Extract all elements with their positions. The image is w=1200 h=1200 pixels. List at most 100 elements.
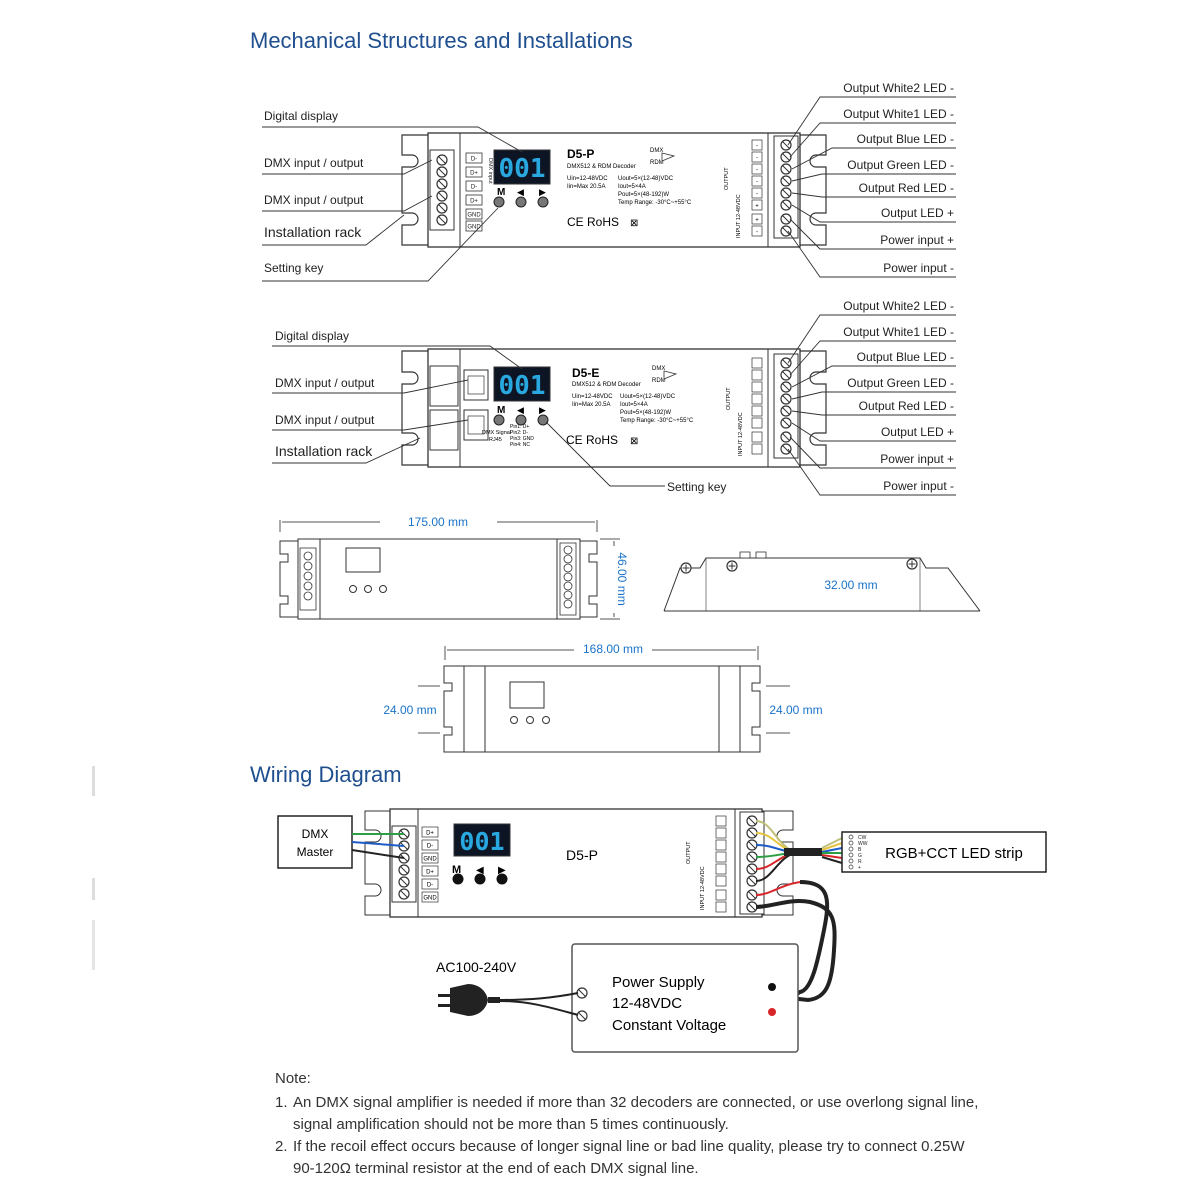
unit-p-spec-left-1: Iin=Max 20.5A [567,184,606,190]
unit-e-spec-right-3: Temp Range: -30°C~+55°C [620,418,694,424]
unit-e-display: 001 [499,371,546,401]
unit-e-drawing: DMX Signal RJ45 Pin1: D+ Pin2: D- Pin3: … [272,299,956,496]
unit-p-terminal-5: GND [467,225,481,231]
strip-pin-5: + [858,865,861,871]
unit-e-label-blue: Output Blue LED - [857,350,954,364]
unit-p-terminal-1: D+ [470,171,478,177]
unit-e-label-ledplus: Output LED + [881,425,954,439]
wiring-input-label: INPUT 12-48VDC [700,866,706,910]
unit-p-dmx-side-label: DMX input [487,158,493,184]
dmx-master-label-0: DMX [302,827,329,841]
unit-p-key-right-label: ▶ [539,187,546,197]
unit-e-key-right[interactable] [537,414,549,426]
strip-pin-0: CW [858,835,867,841]
unit-p-drawing: D- D+ D- D+ GND GND DMX input 001 M ◀ ▶ … [262,81,956,282]
dim-length-top: 175.00 mm [408,515,468,529]
side-dimension-view: 32.00 mm [663,551,981,612]
dmx-master-label-1: Master [297,845,334,859]
unit-p-terminal-2: D- [471,185,477,191]
unit-p-subtitle: DMX512 & RDM Decoder [567,164,636,170]
note-block: Note: 1. An DMX signal amplifier is need… [275,1068,1035,1180]
wiring-terminal-3: D+ [426,870,434,876]
note-heading: Note: [275,1070,311,1087]
unit-p-spec-left-0: Uin=12-48VDC [567,176,608,182]
unit-p-display: 001 [499,154,546,184]
dim-ear-left: 24.00 mm [383,703,436,717]
note-item-2-line-2: 90-120Ω terminal resistor at the end of … [293,1160,699,1177]
strip-pin-2: B [858,847,862,853]
unit-p-spec-right-3: Temp Range: -30°C~+55°C [618,200,692,206]
dim-depth: 32.00 mm [824,578,877,592]
ac-plug-icon [438,984,500,1016]
unit-e-spec-right-1: Iout=5×4A [620,402,648,408]
unit-e-label-w2: Output White2 LED - [843,299,954,313]
dim-length-bottom: 168.00 mm [583,642,643,656]
strip-pin-1: WW [858,841,868,847]
unit-e-label-dmx2: DMX input / output [275,413,375,427]
unit-e-key-left[interactable] [515,414,527,426]
unit-p-label-display: Digital display [264,109,338,123]
unit-p-label-dmx2: DMX input / output [264,193,364,207]
led-strip-box [841,831,1047,873]
unit-p-rt-5: + [755,204,759,210]
psu-label-0: Power Supply [612,974,705,991]
unit-p-spec-right-1: Iout=5×4A [618,184,646,190]
unit-p-terminal-3: D+ [470,199,478,205]
wiring-key-left[interactable] [474,873,486,885]
unit-e-key-right-label: ▶ [539,405,546,415]
power-supply-box [571,943,799,1053]
unit-e-output-label: OUTPUT [726,387,732,410]
wiring-display: 001 [459,827,504,856]
note-item-1-line-2: signal amplification should not be more … [293,1116,729,1133]
wiring-title: Wiring Diagram [250,762,402,787]
unit-e-pin-0: Pin1: D+ [510,424,529,430]
wiring-key-m[interactable] [452,873,464,885]
unit-e-label-pplus: Power input + [880,452,954,466]
unit-p-label-rack: Installation rack [264,224,362,240]
unit-p-key-m-label: M [497,187,505,198]
wiring-terminal-4: D- [427,883,433,889]
wiring-key-right[interactable] [496,873,508,885]
unit-p-dmx-badge: DMX [650,148,663,154]
unit-p-rt-3: - [756,180,758,186]
unit-p-input-label: INPUT 12-48VDC [736,194,742,238]
unit-e-weee-icon: ⊠ [630,436,638,447]
unit-p-rt-0: - [756,144,758,150]
wiring-key-left-label: ◀ [476,865,484,876]
unit-p-label-green: Output Green LED - [847,158,954,172]
unit-e-subtitle: DMX512 & RDM Decoder [572,382,641,388]
top-dimension-view: 175.00 mm 46.00 mm [279,515,629,620]
unit-p-label-w1: Output White1 LED - [843,107,954,121]
unit-p-rt-7: - [756,230,758,236]
wiring-output-label: OUTPUT [686,841,692,864]
unit-e-spec-left-1: Iin=Max 20.5A [572,402,611,408]
unit-p-key-left[interactable] [515,196,527,208]
unit-e-label-dmx1: DMX input / output [275,376,375,390]
dmx-master-box [277,815,353,869]
unit-p-terminal-0: D- [471,157,477,163]
ac-voltage-label: AC100-240V [436,959,517,975]
unit-e-cert: CE RoHS [566,433,618,447]
wiring-key-right-label: ▶ [498,865,506,876]
wiring-diagram: DMX Master D+ D- GND D+ D- GND 001 [277,808,1047,1053]
strip-pin-3: G [858,853,862,859]
wiring-model: D5-P [566,847,598,863]
unit-p-key-m[interactable] [493,196,505,208]
bottom-dimension-view: 168.00 mm 24.00 mm 24.00 mm [383,642,823,753]
unit-p-cert: CE RoHS [567,215,619,229]
unit-e-label-key: Setting key [667,480,726,494]
unit-e-label-display: Digital display [275,329,349,343]
unit-p-label-w2: Output White2 LED - [843,81,954,95]
psu-terminal-negative [768,983,776,991]
unit-e-key-m[interactable] [493,414,505,426]
unit-p-key-right[interactable] [537,196,549,208]
wiring-terminal-2: GND [423,857,437,863]
unit-p-label-dmx1: DMX input / output [264,156,364,170]
note-item-2-line-1: If the recoil effect occurs because of l… [293,1138,965,1155]
unit-p-rt-4: - [756,192,758,198]
unit-e-pin-1: Pin2: D- [510,430,528,436]
note-item-1: 1. An DMX signal amplifier is needed if … [275,1092,1035,1114]
unit-e-key-m-label: M [497,405,505,416]
unit-p-label-red: Output Red LED - [859,181,954,195]
